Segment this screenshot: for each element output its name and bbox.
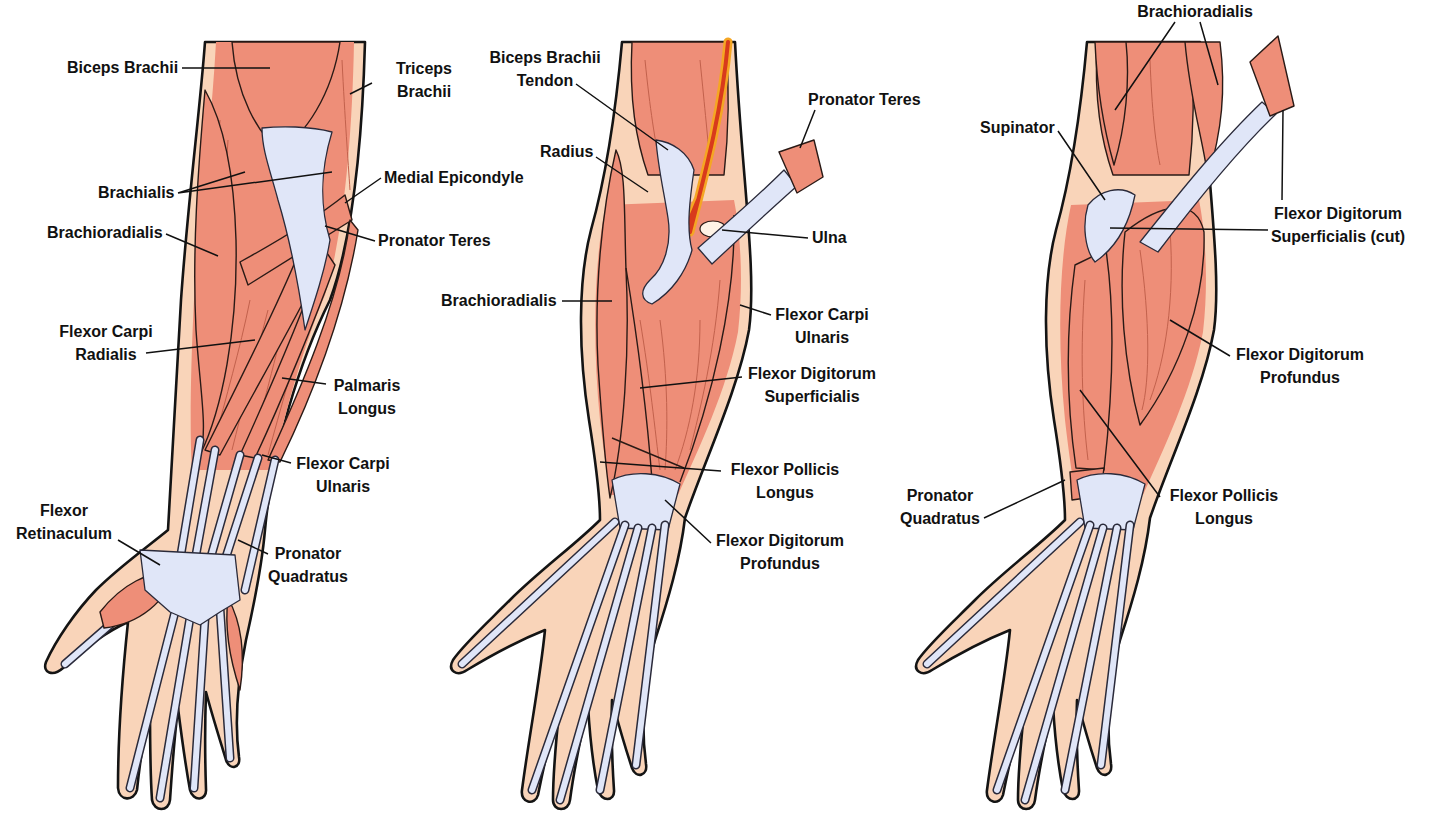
- hypothenar-muscle: [227, 598, 243, 690]
- flexor-pollicis-longus-muscle: [1068, 250, 1112, 470]
- muscle-label: Flexor Carpi Ulnaris: [291, 452, 396, 498]
- muscle-label: Pronator Teres: [378, 229, 491, 252]
- brachioradialis-muscle: [597, 150, 627, 498]
- muscle-mass: [191, 42, 354, 470]
- supinator-muscle: [1085, 190, 1135, 262]
- arm-intermediate: [451, 42, 823, 809]
- tendon-outline: [462, 522, 665, 800]
- muscle-label: Brachioradialis: [441, 289, 557, 312]
- muscle-label: Flexor Pollicis Longus: [721, 458, 849, 504]
- muscle-label: Flexor Carpi Radialis: [54, 320, 159, 366]
- muscle-label: Flexor Digitorum Profundus: [1230, 343, 1370, 389]
- muscle-label: Palmaris Longus: [327, 374, 407, 420]
- tendon: [927, 522, 1130, 800]
- muscle-label: Supinator: [980, 116, 1055, 139]
- muscle-label: Brachioradialis: [47, 221, 163, 244]
- skin-outline: [916, 42, 1216, 809]
- muscle-label: Flexor Digitorum Profundus: [710, 529, 850, 575]
- muscle-label: Biceps Brachii Tendon: [483, 46, 608, 92]
- pronator-teres-cut-end: [779, 140, 823, 193]
- leader-line: [984, 22, 1283, 518]
- arm-superficial: [45, 42, 365, 809]
- muscle-label: Flexor Carpi Ulnaris: [770, 303, 875, 349]
- muscle-label: Brachioradialis: [1137, 0, 1253, 23]
- muscle-label: Brachialis: [98, 181, 174, 204]
- flexor-digitorum-superficialis-cut-end: [1250, 36, 1294, 116]
- muscle-label: Medial Epicondyle: [384, 166, 524, 189]
- muscle-label: Flexor Retinaculum: [7, 499, 122, 545]
- muscle-label: Flexor Digitorum Superficialis (cut): [1263, 202, 1413, 248]
- muscle-label: Pronator Quadratus: [893, 484, 988, 530]
- tendon-outline: [927, 522, 1130, 800]
- biceps-tendon: [643, 140, 694, 304]
- muscle-label: Pronator Quadratus: [261, 542, 356, 588]
- brachioradialis-muscle: [1095, 42, 1128, 165]
- muscle-label: Pronator Teres: [808, 88, 921, 111]
- skin-outline: [451, 42, 751, 809]
- muscle-label: Radius: [540, 140, 593, 163]
- pronator-teres-tendon: [698, 170, 797, 264]
- muscle-label: Ulna: [812, 226, 847, 249]
- muscle-striations: [1082, 60, 1171, 460]
- tendon-outline: [65, 440, 275, 798]
- muscle-label: Biceps Brachii: [67, 56, 178, 79]
- muscle-label: Triceps Brachii: [388, 57, 460, 103]
- muscle-label: Flexor Pollicis Longus: [1160, 484, 1288, 530]
- tendon: [65, 440, 275, 798]
- skin-outline: [45, 42, 365, 809]
- tendon: [462, 522, 665, 800]
- muscle-label: Flexor Digitorum Superficialis: [742, 362, 882, 408]
- bicipital-aponeurosis: [262, 127, 332, 330]
